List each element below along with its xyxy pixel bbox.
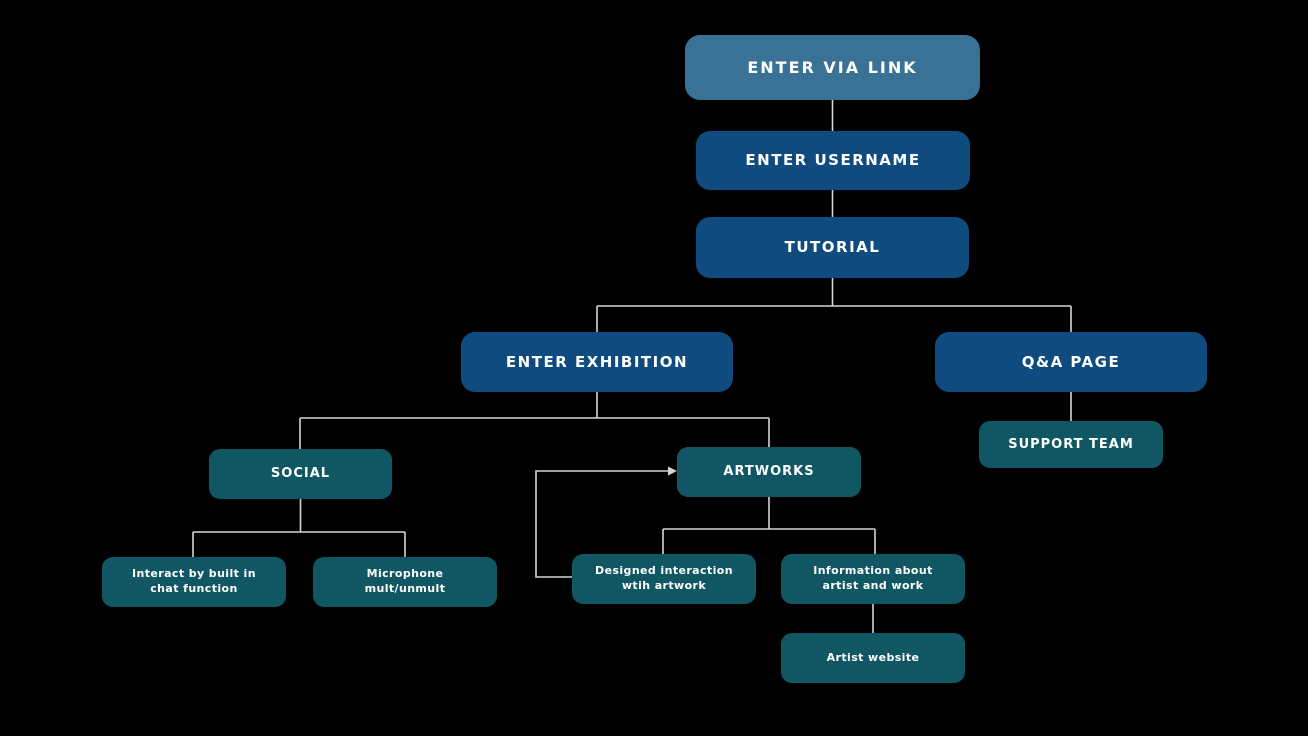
node-enter-via-link: ENTER VIA LINK [685, 35, 980, 100]
node-enter-via-link-label: ENTER VIA LINK [747, 57, 918, 77]
node-enter-username-label: ENTER USERNAME [745, 151, 921, 170]
node-enter-exhibition: ENTER EXHIBITION [461, 332, 733, 392]
node-info-artist-label: Information about artist and work [813, 564, 933, 592]
node-tutorial: TUTORIAL [696, 217, 969, 278]
edge-loop-designed-to-artworks [535, 470, 668, 578]
node-info-artist: Information about artist and work [781, 554, 965, 604]
node-artist-website: Artist website [781, 633, 965, 683]
node-designed-interaction: Designed interaction wtih artwork [572, 554, 756, 604]
node-interact-chat: Interact by built in chat function [102, 557, 286, 607]
node-enter-username: ENTER USERNAME [696, 131, 970, 190]
node-social: SOCIAL [209, 449, 392, 499]
node-qa-page: Q&A PAGE [935, 332, 1207, 392]
node-support-team-label: SUPPORT TEAM [1008, 436, 1134, 452]
node-tutorial-label: TUTORIAL [784, 238, 881, 257]
node-artworks-label: ARTWORKS [723, 464, 815, 480]
node-support-team: SUPPORT TEAM [979, 421, 1163, 468]
node-designed-interaction-label: Designed interaction wtih artwork [595, 564, 733, 592]
node-social-label: SOCIAL [270, 466, 331, 482]
node-enter-exhibition-label: ENTER EXHIBITION [505, 352, 689, 371]
loop-arrowhead-icon [668, 466, 677, 476]
node-interact-chat-label: Interact by built in chat function [132, 567, 256, 595]
node-microphone: Microphone mult/unmult [313, 557, 497, 607]
node-artist-website-label: Artist website [826, 650, 920, 664]
node-artworks: ARTWORKS [677, 447, 861, 497]
node-qa-page-label: Q&A PAGE [1021, 352, 1121, 371]
node-microphone-label: Microphone mult/unmult [364, 567, 446, 595]
